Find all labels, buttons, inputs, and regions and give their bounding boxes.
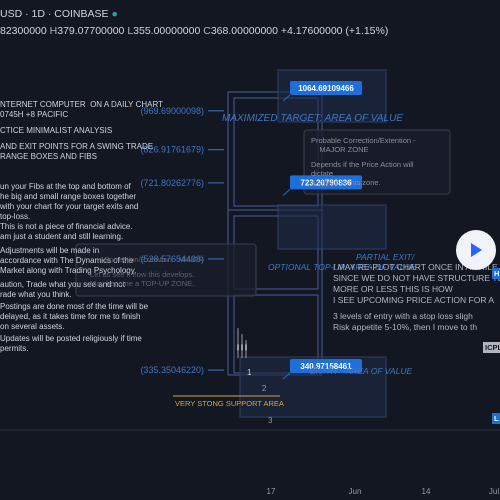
note-updates: Updates will be posted religiously if ti…: [0, 334, 142, 353]
note-title: NTERNET COMPUTER ON A DAILY CHART 0745H …: [0, 100, 163, 119]
price-tag-bg: [290, 175, 362, 190]
low-value: 355.00000000: [133, 25, 201, 37]
icp-price-tag: ICPL: [483, 342, 500, 353]
price-level-label-1: (969.69000098): [140, 106, 204, 116]
price-tag-label: 723.20790836: [300, 178, 352, 187]
price-tag-bg: [290, 359, 362, 373]
candle-body-2: [245, 344, 247, 351]
ohlc-readout: 82300000 H379.07700000 L355.00000000 C36…: [0, 25, 388, 37]
price-tag-label: 1064.69109466: [298, 84, 354, 93]
low-label: L: [127, 25, 134, 37]
open-value: 82300000: [0, 25, 47, 37]
wave-label-2: 2: [262, 384, 267, 393]
develops-text: Let us see if how this develops. May bec…: [90, 270, 195, 288]
major-zone-text: Probable Correction/Extention - MAJOR ZO…: [311, 136, 416, 154]
note-fibs: un your Fibs at the top and bottom of he…: [0, 182, 139, 221]
wave-label-3: 3: [268, 416, 273, 425]
high-label: H: [49, 25, 58, 37]
partial-exit-area: [277, 204, 387, 250]
note-minimalist: CTICE MINIMALIST ANALYSIS: [0, 126, 113, 135]
play-icon: [471, 243, 482, 257]
price-level-label-4: (721.80262776): [140, 178, 204, 188]
note-adjustments: Adjustments will be made in accordance w…: [0, 246, 137, 275]
low-tag: L: [492, 413, 500, 424]
price-tag-pointer: [282, 94, 291, 102]
price-tag-pointer: [282, 372, 291, 380]
x-tick-label-0: 17: [267, 487, 276, 496]
price-tag-bg: [290, 81, 362, 95]
price-tag-6: 340.97158461: [282, 359, 362, 380]
x-tick-label-3: Jul: [489, 487, 499, 496]
play-button[interactable]: [456, 230, 496, 270]
x-tick-label-2: 14: [422, 487, 431, 496]
close-label: C: [203, 25, 211, 37]
price-tag-3: 723.20790836: [282, 175, 362, 196]
price-level-label-2: (826.91761679): [140, 145, 204, 155]
note-advice: This is not a piece of financial advice.…: [0, 222, 133, 241]
depends-text: Depends if the Price Action will dictate…: [311, 160, 414, 187]
max-target-label: MAXIMIZED TARGET: AREA OF VALUE: [222, 113, 403, 124]
close-value: 368.00000000: [210, 25, 278, 37]
optional-topup-label: OPTIONAL TOP-UP: AREA OF VALUE: [268, 262, 417, 272]
change-value: +4.17600000 (+1.15%): [280, 25, 389, 37]
target-area: [277, 69, 387, 123]
entry-label: ENTRY - AREA OF VALUE: [310, 366, 413, 376]
candle-body-1: [241, 344, 243, 351]
chart-header: USD · 1D · COINBASE ●: [0, 8, 118, 20]
high-tag: H: [492, 268, 500, 279]
candles: [237, 328, 247, 359]
support-label: VERY STONG SUPPORT AREA: [175, 399, 284, 408]
price-level-label-7: (335.35046220): [140, 365, 204, 375]
symbol-title[interactable]: USD · 1D · COINBASE: [0, 8, 109, 20]
price-level-label-5: (528.57654498): [140, 254, 204, 264]
candle-body-0: [237, 344, 239, 351]
price-levels: 1064.69109466 (969.69000098) (826.91761679…: [140, 81, 362, 380]
wave-label-1: 1: [247, 368, 252, 377]
partial-exit-label: PARTIAL EXIT/: [356, 252, 415, 262]
high-value: 379.07700000: [57, 25, 125, 37]
note-postings: Postings are done most of the time will …: [0, 302, 149, 331]
minor-zone-note: [75, 243, 257, 297]
minor-zone-text: Correction/Extention - MINOR: [104, 255, 204, 264]
price-tag-pointer: [282, 189, 291, 196]
x-tick-label-1: Jun: [349, 487, 362, 496]
levels-text: 3 levels of entry with a stop loss sligh…: [333, 311, 478, 332]
x-axis: 17 Jun 14 Jul: [267, 487, 500, 496]
note-entry-exit: AND EXIT POINTS FOR A SWING TRADE RANGE …: [0, 142, 154, 161]
price-tag-0: 1064.69109466: [282, 81, 362, 102]
note-caution: aution, Trade what you see and not rade …: [0, 280, 125, 299]
price-tag-label: 340.97158461: [300, 362, 352, 371]
